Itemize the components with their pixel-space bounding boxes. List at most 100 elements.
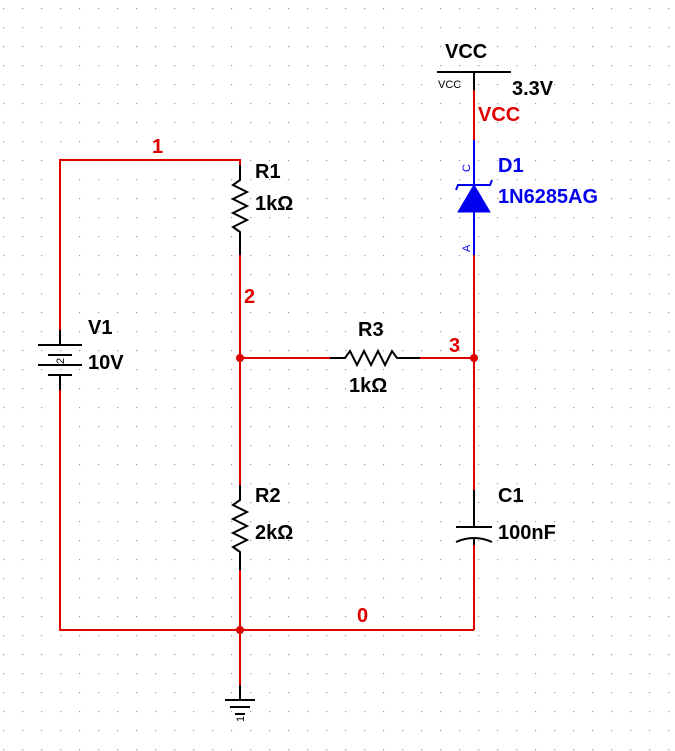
grid-dot: [212, 692, 214, 694]
grid-dot: [174, 122, 176, 124]
grid-dot: [117, 673, 119, 675]
grid-dot: [573, 122, 575, 124]
grid-dot: [497, 46, 499, 48]
grid-dot: [212, 236, 214, 238]
resistor-r1[interactable]: R1 1kΩ: [230, 161, 293, 255]
grid-dot: [630, 160, 632, 162]
grid-dot: [269, 369, 271, 371]
grid-dot: [136, 369, 138, 371]
grid-dot: [497, 8, 499, 10]
d1-cathode-pin: C: [461, 164, 473, 172]
grid-dot: [402, 521, 404, 523]
grid-dot: [231, 179, 233, 181]
grid-dot: [136, 141, 138, 143]
grid-dot: [364, 274, 366, 276]
capacitor-c1[interactable]: C1 100nF: [455, 485, 556, 545]
grid-dot: [630, 749, 632, 751]
grid-dot: [307, 445, 309, 447]
grid-dot: [402, 483, 404, 485]
r1-body: [230, 165, 250, 255]
grid-dot: [478, 388, 480, 390]
grid-dot: [98, 388, 100, 390]
grid-dot: [22, 521, 24, 523]
grid-dot: [231, 578, 233, 580]
grid-dot: [516, 711, 518, 713]
grid-dot: [307, 84, 309, 86]
grid-dot: [421, 141, 423, 143]
grid-dot: [3, 179, 5, 181]
grid-dot: [649, 502, 651, 504]
grid-dot: [79, 407, 81, 409]
grid-dot: [649, 445, 651, 447]
grid-dot: [668, 711, 670, 713]
grid-dot: [573, 236, 575, 238]
grid-dot: [345, 597, 347, 599]
grid-dot: [440, 350, 442, 352]
grid-dot: [193, 483, 195, 485]
grid-dot: [421, 217, 423, 219]
grid-dot: [592, 293, 594, 295]
grid-dot: [611, 236, 613, 238]
grid-dot: [212, 179, 214, 181]
grid-dot: [136, 388, 138, 390]
grid-dot: [326, 198, 328, 200]
grid-dot: [98, 711, 100, 713]
d1-anode-pin: A: [461, 244, 473, 252]
grid-dot: [193, 369, 195, 371]
grid-dot: [649, 312, 651, 314]
battery-v1[interactable]: 2 V1 10V: [38, 317, 124, 390]
grid-dot: [459, 198, 461, 200]
grid-dot: [155, 198, 157, 200]
grid-dot: [611, 103, 613, 105]
grid-dot: [630, 65, 632, 67]
grid-dot: [497, 426, 499, 428]
grid-dot: [3, 122, 5, 124]
grid-dot: [288, 711, 290, 713]
grid-dot: [459, 502, 461, 504]
diode-d1[interactable]: C A D1 1N6285AG: [455, 140, 598, 255]
grid-dot: [440, 179, 442, 181]
grid-dot: [231, 8, 233, 10]
grid-dot: [155, 369, 157, 371]
grid-dot: [174, 673, 176, 675]
grid-dot: [364, 46, 366, 48]
grid-dot: [611, 483, 613, 485]
grid-dot: [3, 84, 5, 86]
grid-dot: [193, 217, 195, 219]
grid-dot: [193, 673, 195, 675]
grid-dot: [307, 616, 309, 618]
grid-dot: [250, 84, 252, 86]
grid-dot: [193, 236, 195, 238]
grid-dot: [573, 179, 575, 181]
resistor-r3[interactable]: R3 1kΩ: [330, 319, 420, 397]
grid-dot: [250, 198, 252, 200]
resistor-r2[interactable]: R2 2kΩ: [230, 485, 293, 570]
grid-dot: [668, 141, 670, 143]
grid-dot: [478, 160, 480, 162]
grid-dot: [41, 635, 43, 637]
grid-dot: [440, 46, 442, 48]
grid-dot: [307, 65, 309, 67]
grid-dot: [269, 483, 271, 485]
grid-dot: [402, 502, 404, 504]
grid-dot: [117, 293, 119, 295]
ground-symbol[interactable]: 1: [225, 685, 255, 722]
grid-dot: [421, 730, 423, 732]
grid-dot: [459, 597, 461, 599]
grid-dot: [611, 616, 613, 618]
grid-dot: [630, 654, 632, 656]
grid-dot: [649, 654, 651, 656]
grid-dot: [79, 692, 81, 694]
grid-dot: [288, 749, 290, 751]
grid-dot: [174, 445, 176, 447]
grid-dot: [326, 559, 328, 561]
grid-dot: [155, 616, 157, 618]
vcc-supply[interactable]: VCC VCC 3.3V VCC: [437, 41, 554, 126]
grid-dot: [402, 141, 404, 143]
grid-dot: [269, 559, 271, 561]
grid-dot: [668, 27, 670, 29]
grid-dot: [98, 426, 100, 428]
grid-dot: [155, 236, 157, 238]
grid-dot: [535, 559, 537, 561]
grid-dot: [250, 749, 252, 751]
